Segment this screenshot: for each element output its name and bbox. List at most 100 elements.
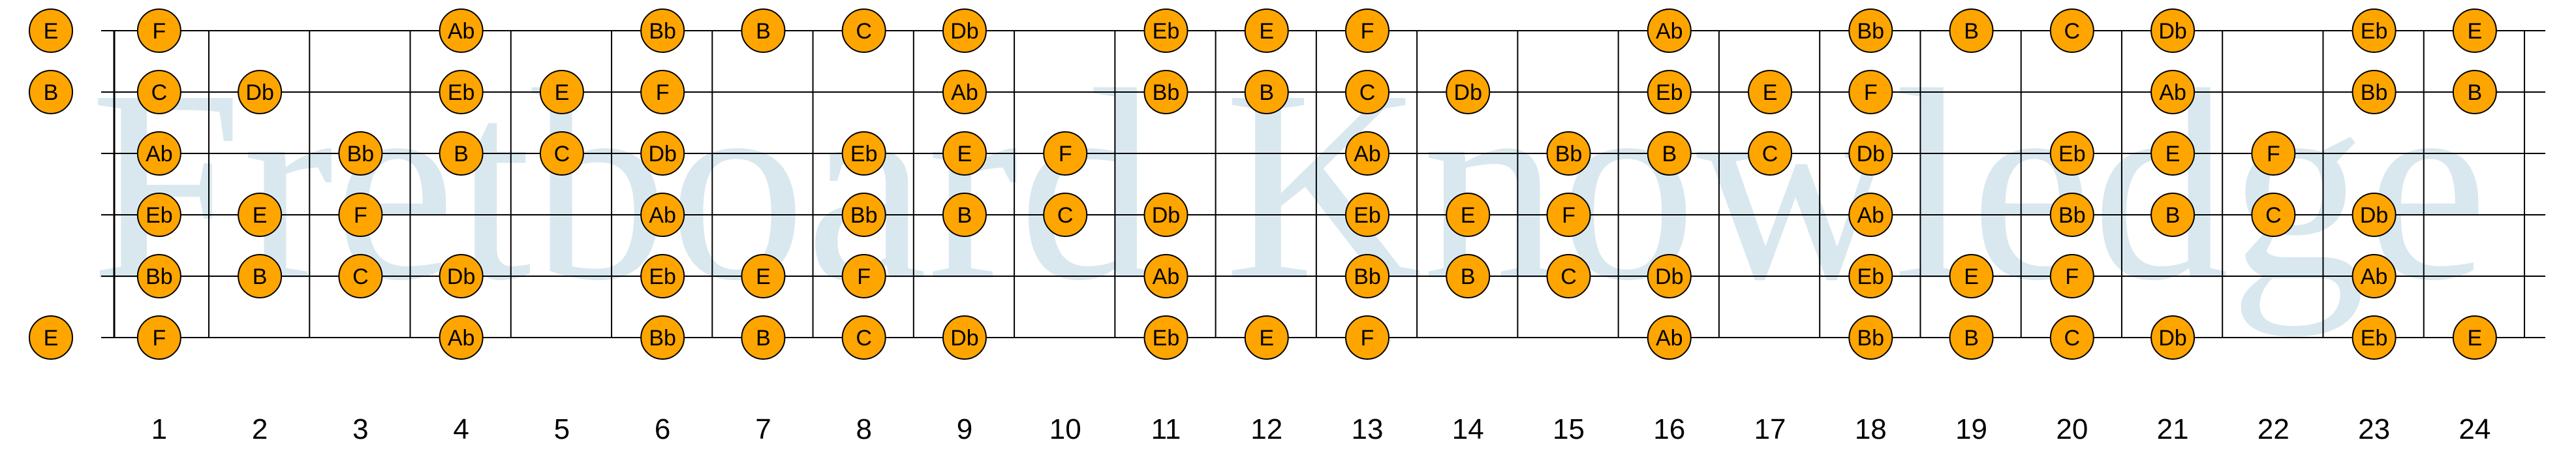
note-circle <box>640 254 685 298</box>
note-label: Ab <box>1656 19 1683 44</box>
note-circle <box>1748 131 1793 176</box>
note-label: B <box>957 203 972 228</box>
note-label: Db <box>1857 142 1885 166</box>
fret-number: 3 <box>352 413 368 445</box>
note-label: C <box>1560 264 1577 289</box>
fret-number: 16 <box>1653 413 1685 445</box>
note-circle <box>2049 254 2094 298</box>
note-circle <box>2150 70 2196 114</box>
note-circle <box>1546 193 1591 237</box>
note-circle <box>1446 70 1491 114</box>
note-marker: Db <box>2150 315 2196 360</box>
note-marker: B <box>1949 8 1994 53</box>
note-marker: F <box>1848 70 1893 114</box>
note-marker: B <box>238 254 283 298</box>
note-marker: B <box>2452 70 2497 114</box>
note-marker: C <box>2251 193 2296 237</box>
note-label: Ab <box>146 142 173 166</box>
note-circle <box>1043 193 1088 237</box>
note-marker: F <box>2251 131 2296 176</box>
note-circle <box>1446 193 1491 237</box>
fret-number: 13 <box>1352 413 1384 445</box>
note-label: B <box>253 264 268 289</box>
note-label: E <box>1763 80 1778 105</box>
note-circle <box>29 70 73 114</box>
note-marker: F <box>1345 8 1389 53</box>
note-label: Ab <box>1354 142 1381 166</box>
note-circle <box>2150 315 2196 360</box>
note-circle <box>1345 131 1389 176</box>
note-label: C <box>151 80 168 105</box>
note-circle <box>1848 315 1893 360</box>
note-marker: Eb <box>841 131 886 176</box>
note-circle <box>640 131 685 176</box>
note-marker: Db <box>942 8 987 53</box>
note-label: C <box>554 142 570 166</box>
note-circle <box>439 70 484 114</box>
note-label: Eb <box>1153 326 1180 351</box>
note-circle <box>1647 8 1692 53</box>
note-label: Eb <box>448 80 475 105</box>
fret-number: 9 <box>957 413 972 445</box>
note-marker: Ab <box>942 70 987 114</box>
note-circle <box>1345 315 1389 360</box>
note-marker: F <box>338 193 383 237</box>
note-marker: B <box>1244 70 1289 114</box>
note-label: C <box>2064 326 2081 351</box>
note-label: Ab <box>649 203 676 228</box>
note-label: Ab <box>1857 203 1885 228</box>
note-label: B <box>1259 80 1274 105</box>
note-marker: C <box>2049 315 2094 360</box>
note-marker: Db <box>238 70 283 114</box>
note-label: Eb <box>649 264 676 289</box>
note-label: Db <box>2158 19 2186 44</box>
note-marker: Ab <box>2150 70 2196 114</box>
note-label: F <box>1361 19 1374 44</box>
note-circle <box>2251 131 2296 176</box>
note-circle <box>2351 315 2397 360</box>
note-label: Bb <box>649 19 676 44</box>
note-label: Bb <box>347 142 375 166</box>
note-marker: C <box>338 254 383 298</box>
note-circle <box>1143 315 1188 360</box>
note-label: Bb <box>1857 326 1885 351</box>
note-circle <box>1546 254 1591 298</box>
note-circle <box>2049 8 2094 53</box>
note-marker: B <box>1949 315 1994 360</box>
fret-number: 20 <box>2056 413 2088 445</box>
note-marker: Eb <box>1647 70 1692 114</box>
note-label: B <box>44 80 59 105</box>
note-circle <box>238 254 283 298</box>
note-circle <box>1345 8 1389 53</box>
note-marker: E <box>1244 315 1289 360</box>
note-label: E <box>44 19 59 44</box>
fret-number: 15 <box>1553 413 1585 445</box>
note-label: B <box>1964 326 1979 351</box>
note-marker: Db <box>1647 254 1692 298</box>
note-label: E <box>44 326 59 351</box>
note-label: F <box>152 326 166 351</box>
note-marker: Db <box>942 315 987 360</box>
note-marker: B <box>29 70 73 114</box>
note-marker: B <box>1446 254 1491 298</box>
note-circle <box>29 315 73 360</box>
note-label: C <box>856 19 872 44</box>
note-marker: E <box>29 315 73 360</box>
fretboard-lines <box>101 30 2545 338</box>
note-circle <box>1647 315 1692 360</box>
note-marker: F <box>841 254 886 298</box>
note-label: Ab <box>1656 326 1683 351</box>
fret-number: 22 <box>2258 413 2289 445</box>
note-marker: E <box>539 70 584 114</box>
note-circle <box>1848 131 1893 176</box>
note-circle <box>1244 315 1289 360</box>
note-label: E <box>2468 326 2483 351</box>
note-label: Db <box>2158 326 2186 351</box>
note-circle <box>1446 254 1491 298</box>
note-label: E <box>1259 326 1274 351</box>
note-circle <box>2351 193 2397 237</box>
note-circle <box>2150 193 2196 237</box>
fret-number: 14 <box>1452 413 1484 445</box>
note-marker: C <box>841 8 886 53</box>
note-label: Db <box>648 142 676 166</box>
